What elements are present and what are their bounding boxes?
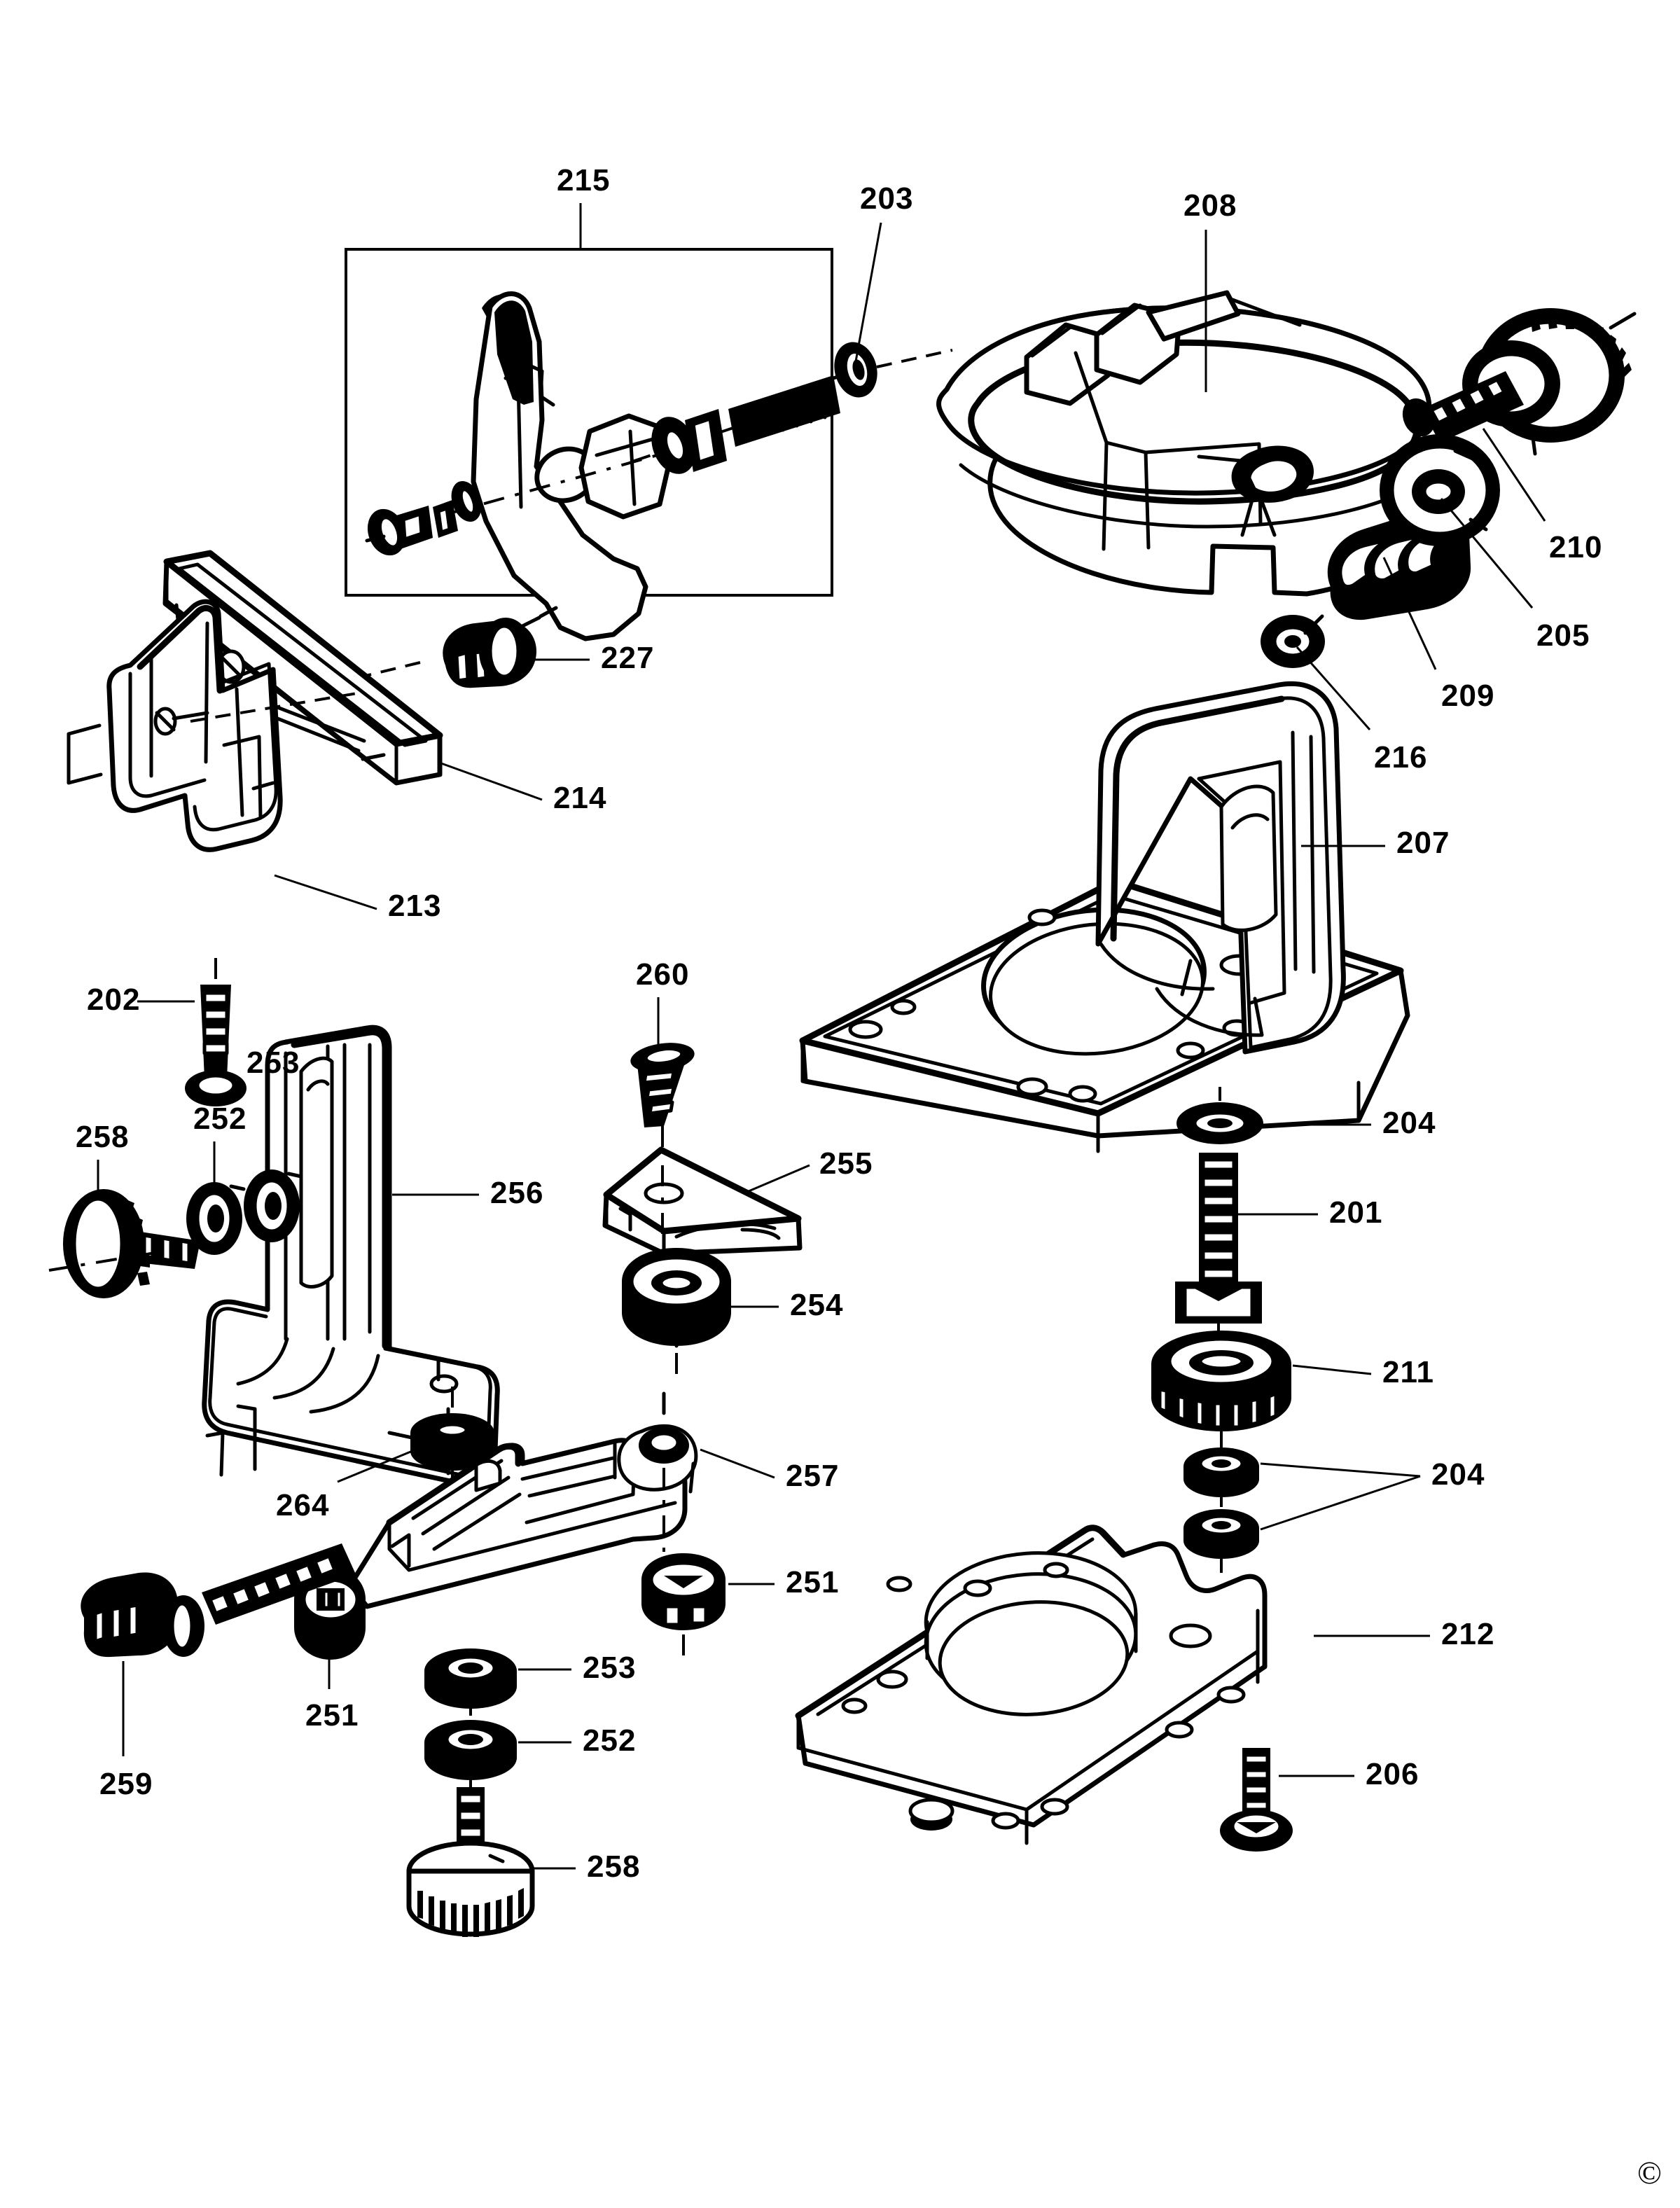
callout-label-260[interactable]: 260 — [636, 957, 690, 992]
callout-label-202[interactable]: 202 — [87, 983, 141, 1017]
part-253-flat-washer-center — [424, 1648, 517, 1720]
callout-label-255[interactable]: 255 — [819, 1146, 873, 1181]
callout-label-211[interactable]: 211 — [1382, 1355, 1434, 1389]
callout-label-214[interactable]: 214 — [553, 781, 607, 815]
callout-label-215[interactable]: 215 — [557, 163, 611, 197]
callout-label-208[interactable]: 208 — [1183, 188, 1237, 223]
callout-label-256[interactable]: 256 — [490, 1176, 544, 1210]
callout-label-207[interactable]: 207 — [1396, 826, 1450, 860]
copyright-mark: © — [1637, 2155, 1662, 2190]
part-213-edge-guide-shoe — [67, 599, 283, 852]
part-227-pan-head-screw — [443, 606, 558, 688]
part-210-knurled-adjustment-knob — [1402, 308, 1637, 456]
leader-lines — [97, 203, 1546, 1870]
callout-label-201[interactable]: 201 — [1329, 1195, 1383, 1230]
part-214-guide-plate — [162, 550, 443, 786]
part-212-sub-base-plate — [795, 1525, 1268, 1845]
part-254-lock-nut — [622, 1248, 731, 1382]
part-251-hex-nut-right — [641, 1553, 726, 1667]
part-252-lock-washer-left — [186, 1182, 246, 1255]
callout-label-253-upper[interactable]: 253 — [247, 1046, 300, 1080]
callout-label-254[interactable]: 254 — [790, 1288, 844, 1322]
part-253-flat-washer-left — [244, 1169, 303, 1242]
part-255-pointer-bracket — [602, 1146, 803, 1261]
callout-label-209[interactable]: 209 — [1441, 679, 1495, 713]
callout-label-206[interactable]: 206 — [1366, 1757, 1419, 1791]
callout-label-264[interactable]: 264 — [276, 1488, 330, 1522]
inset-box-215 — [345, 248, 854, 641]
callout-label-204-pair[interactable]: 204 — [1431, 1457, 1485, 1492]
callout-label-252-upper[interactable]: 252 — [193, 1102, 247, 1136]
callout-label-212[interactable]: 212 — [1441, 1617, 1495, 1651]
part-211-knurled-nut — [1151, 1331, 1291, 1457]
part-257-slide-rail-shoe — [347, 1391, 698, 1609]
callout-label-257[interactable]: 257 — [786, 1459, 840, 1493]
callout-label-203[interactable]: 203 — [860, 181, 914, 216]
callout-label-258-upper[interactable]: 258 — [76, 1120, 130, 1154]
part-206-pan-head-screw-bottom — [1220, 1748, 1293, 1852]
part-204-flat-washer-top — [1176, 1087, 1263, 1144]
callout-label-204-upper[interactable]: 204 — [1382, 1106, 1436, 1140]
callout-label-259[interactable]: 259 — [99, 1767, 153, 1801]
part-251-hex-nut-left — [294, 1567, 366, 1660]
part-252-lock-washer-center — [424, 1720, 517, 1793]
part-258-thumb-screw-knob-left — [48, 1189, 211, 1298]
callout-label-258-lower[interactable]: 258 — [587, 1849, 641, 1884]
part-258-thumb-screw-knob-center — [406, 1787, 535, 1937]
callout-label-216[interactable]: 216 — [1374, 740, 1428, 775]
part-208-motor-collar-housing — [936, 290, 1441, 602]
part-203-flat-washer — [834, 342, 877, 398]
callout-label-213[interactable]: 213 — [388, 889, 442, 923]
part-202-hex-head-bolt — [185, 958, 247, 1106]
callout-label-253-lower[interactable]: 253 — [583, 1651, 637, 1685]
callout-label-251-right[interactable]: 251 — [786, 1565, 840, 1599]
part-260-flat-head-screw — [630, 1043, 695, 1160]
callout-label-251-left[interactable]: 251 — [305, 1698, 359, 1733]
callout-label-227[interactable]: 227 — [601, 641, 655, 675]
part-256-vertical-post-bracket — [202, 1025, 500, 1490]
part-259-thumb-screw-long — [81, 1543, 356, 1658]
callout-label-252-lower[interactable]: 252 — [583, 1723, 637, 1758]
part-201-carriage-bolt — [1175, 1153, 1262, 1352]
part-204-flat-washer-pair — [1183, 1447, 1259, 1576]
part-205-spring-washer — [1380, 434, 1500, 546]
callout-label-205[interactable]: 205 — [1536, 618, 1590, 653]
callout-label-210[interactable]: 210 — [1549, 530, 1603, 564]
part-207-l-bracket-base-casting — [799, 681, 1410, 1153]
